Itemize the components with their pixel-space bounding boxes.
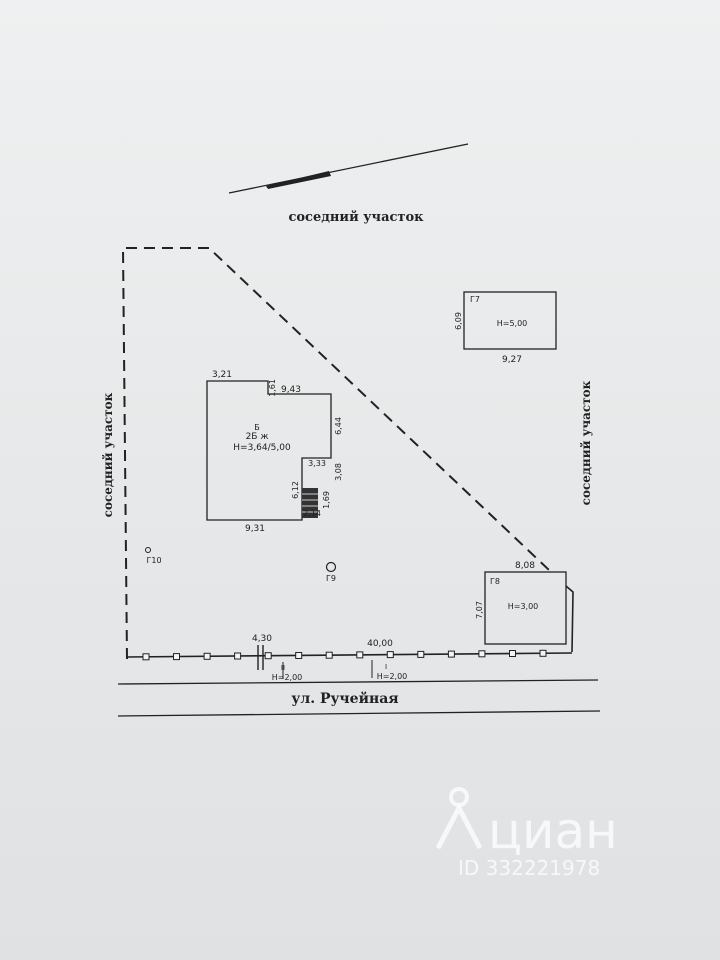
fence-post: [509, 650, 516, 657]
fence-length: 40,00: [367, 639, 393, 649]
g7-height: H=5,00: [497, 319, 528, 328]
fence-post: [478, 650, 486, 658]
outbuilding-g8: [484, 571, 567, 645]
fence-post: [325, 651, 333, 659]
neighbor-left-label: соседний участок: [101, 392, 115, 517]
g8-width: 8,08: [515, 561, 535, 571]
fence-post: [234, 652, 242, 660]
street-edge-top: [117, 679, 599, 685]
fence-gap: 4,30: [252, 634, 272, 644]
outbuilding-g7: [463, 291, 557, 350]
plot-boundary-right: [565, 585, 574, 653]
house-dim-top-step: 1,61: [268, 379, 277, 397]
fence-post: [447, 650, 455, 658]
house-code: Б: [254, 423, 260, 432]
fence-post: [539, 649, 547, 657]
g7-width: 9,27: [502, 355, 522, 365]
street-label: ул. Ручейная: [291, 690, 398, 707]
house-dim-bottom: 9,31: [245, 524, 265, 534]
neighbor-top-label: соседний участок: [288, 210, 424, 225]
g9-marker-icon: [325, 561, 337, 573]
house-dim-right: 6,44: [334, 417, 343, 435]
neighbor-right-label: соседний участок: [579, 380, 593, 505]
cian-watermark: циан ID 332221978: [435, 787, 618, 880]
watermark-brand: циан: [488, 802, 618, 860]
house-dim-top: 9,43: [281, 385, 301, 395]
fence-post: [173, 653, 180, 661]
g8-height: H=3,00: [508, 602, 539, 611]
fence-post: [203, 652, 211, 660]
fence-post: [264, 652, 272, 660]
house-dim-porch-top: 3,33: [308, 459, 326, 468]
g9-code: Г9: [326, 574, 336, 583]
fence-seg2-height: H=2,00: [272, 673, 303, 682]
house-dim-stairs-bottom: 2,14: [303, 509, 321, 518]
house-floors: 2Б ж: [246, 432, 269, 442]
house-dim-porch-left: 6,12: [291, 481, 300, 499]
fence-post: [142, 653, 150, 661]
fence-seg1-height: H=2,00: [377, 672, 408, 681]
fence-post: [295, 652, 303, 659]
house-dim-top-left: 3,21: [212, 370, 232, 380]
house-outline: [206, 380, 332, 521]
fence-seg1-code: I: [385, 663, 387, 671]
g10-marker-icon: [145, 547, 151, 553]
fence-post: [417, 650, 425, 658]
north-arrow-icon: [228, 143, 469, 194]
fence-posts: [142, 649, 547, 661]
house-dim-stairs-side: 1,69: [322, 491, 331, 509]
g7-depth: 6,09: [454, 312, 463, 330]
location-pin-icon: [435, 787, 483, 850]
g10-code: Г10: [146, 556, 161, 565]
house-dim-porch-right: 3,08: [334, 463, 343, 481]
fence-line: [126, 652, 573, 658]
gate-mark: [257, 645, 373, 679]
fence-post: [386, 651, 394, 659]
g7-code: Г7: [470, 295, 480, 304]
fence-seg2-code: II: [281, 664, 285, 672]
g8-code: Г8: [490, 577, 500, 586]
plot-boundary: [121, 247, 550, 660]
watermark-id: ID 332221978: [458, 856, 600, 880]
street-edge-bottom: [117, 710, 601, 717]
g8-depth: 7,07: [475, 601, 484, 619]
house-stairs: [302, 488, 318, 518]
house-height: H=3,64/5,00: [233, 443, 291, 453]
fence-post: [356, 651, 364, 659]
